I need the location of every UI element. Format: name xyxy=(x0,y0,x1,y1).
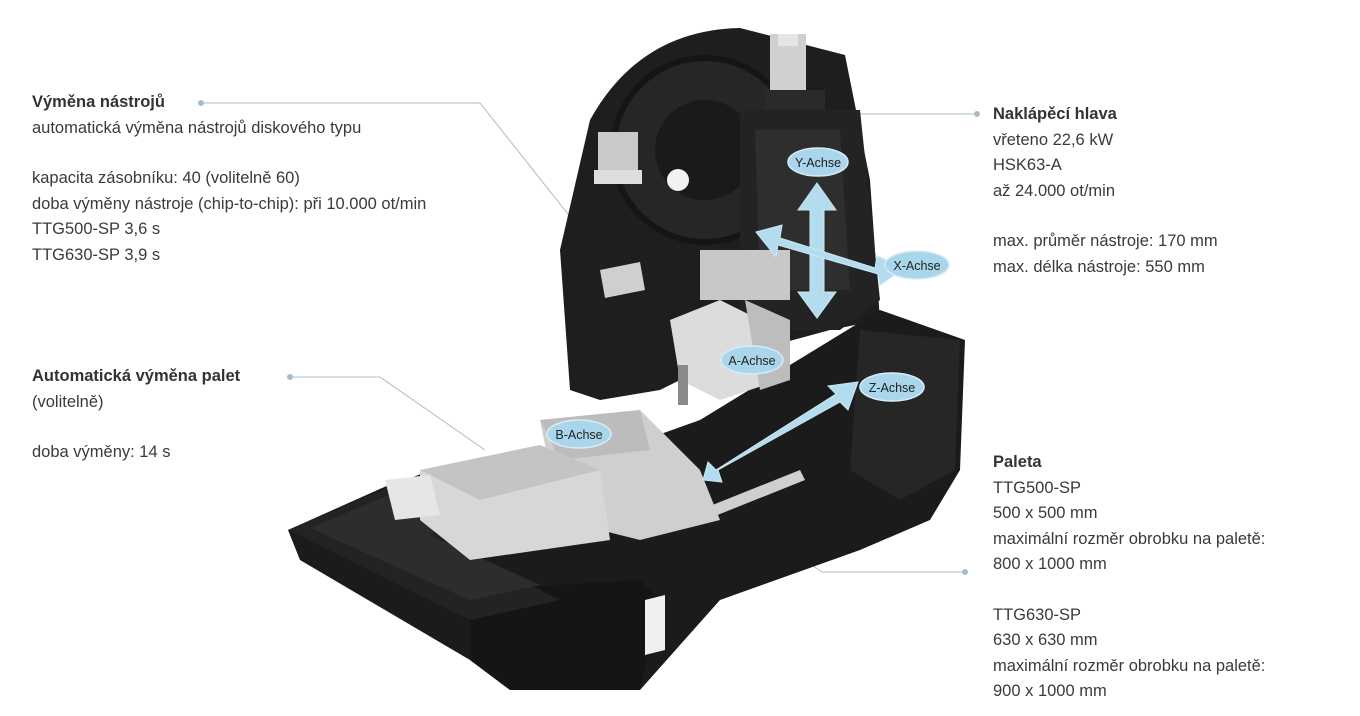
y-axis-label: Y-Achse xyxy=(795,156,841,170)
z-axis-arrow xyxy=(702,381,859,483)
machining-center xyxy=(288,28,965,690)
pallet-block: Paleta TTG500-SP 500 x 500 mm maximální … xyxy=(993,450,1265,705)
x-axis-label: X-Achse xyxy=(893,259,940,273)
z-axis-label: Z-Achse xyxy=(869,381,916,395)
pallet-change-line: doba výměny: 14 s xyxy=(32,443,171,461)
tilting-head-block: Naklápěcí hlava vřeteno 22,6 kW HSK63-A … xyxy=(993,102,1218,280)
tilting-head-title: Naklápěcí hlava xyxy=(993,105,1117,123)
tool-change-block: Výměna nástrojů automatická výměna nástr… xyxy=(32,90,426,268)
pallet-line: TTG500-SP xyxy=(993,478,1082,497)
tilting-head-line: až 24.000 ot/min xyxy=(993,181,1115,200)
tilting-head-line: max. průměr nástroje: 170 mm xyxy=(993,232,1218,250)
pallet-title: Paleta xyxy=(993,453,1042,471)
tool-change-title: Výměna nástrojů xyxy=(32,93,165,111)
pallet-change-line: (volitelně) xyxy=(32,392,104,411)
pallet-line: 800 x 1000 mm xyxy=(993,555,1107,573)
tilting-head-line: vřeteno 22,6 kW xyxy=(993,130,1114,149)
tool-change-line: TTG630-SP 3,9 s xyxy=(32,245,161,264)
pallet-line: maximální rozměr obrobku na paletě: xyxy=(993,656,1266,675)
pallet-line: maximální rozměr obrobku na paletě: xyxy=(993,529,1266,548)
b-axis-label: B-Achse xyxy=(555,428,602,442)
tool-change-line: automatická výměna nástrojů diskového ty… xyxy=(32,118,362,137)
pallet-line: 630 x 630 mm xyxy=(993,631,1098,649)
pallet-line: 500 x 500 mm xyxy=(993,504,1098,522)
tilting-head-line: HSK63-A xyxy=(993,156,1062,174)
pallet-change-title: Automatická výměna palet xyxy=(32,367,241,385)
pallet-line: 900 x 1000 mm xyxy=(993,682,1107,700)
a-axis-label: A-Achse xyxy=(728,354,775,368)
tool-change-line: TTG500-SP 3,6 s xyxy=(32,220,161,238)
tilting-head-line: max. délka nástroje: 550 mm xyxy=(993,257,1205,276)
tool-change-line: kapacita zásobníku: 40 (volitelně 60) xyxy=(32,169,300,187)
pallet-change-block: Automatická výměna palet (volitelně) dob… xyxy=(32,364,240,466)
axis-badges: Y-Achse X-Achse A-Achse Z-Achse B-Achse xyxy=(546,147,950,449)
tool-change-line: doba výměny nástroje (chip-to-chip): při… xyxy=(32,194,427,213)
pallet-line: TTG630-SP xyxy=(993,605,1082,624)
